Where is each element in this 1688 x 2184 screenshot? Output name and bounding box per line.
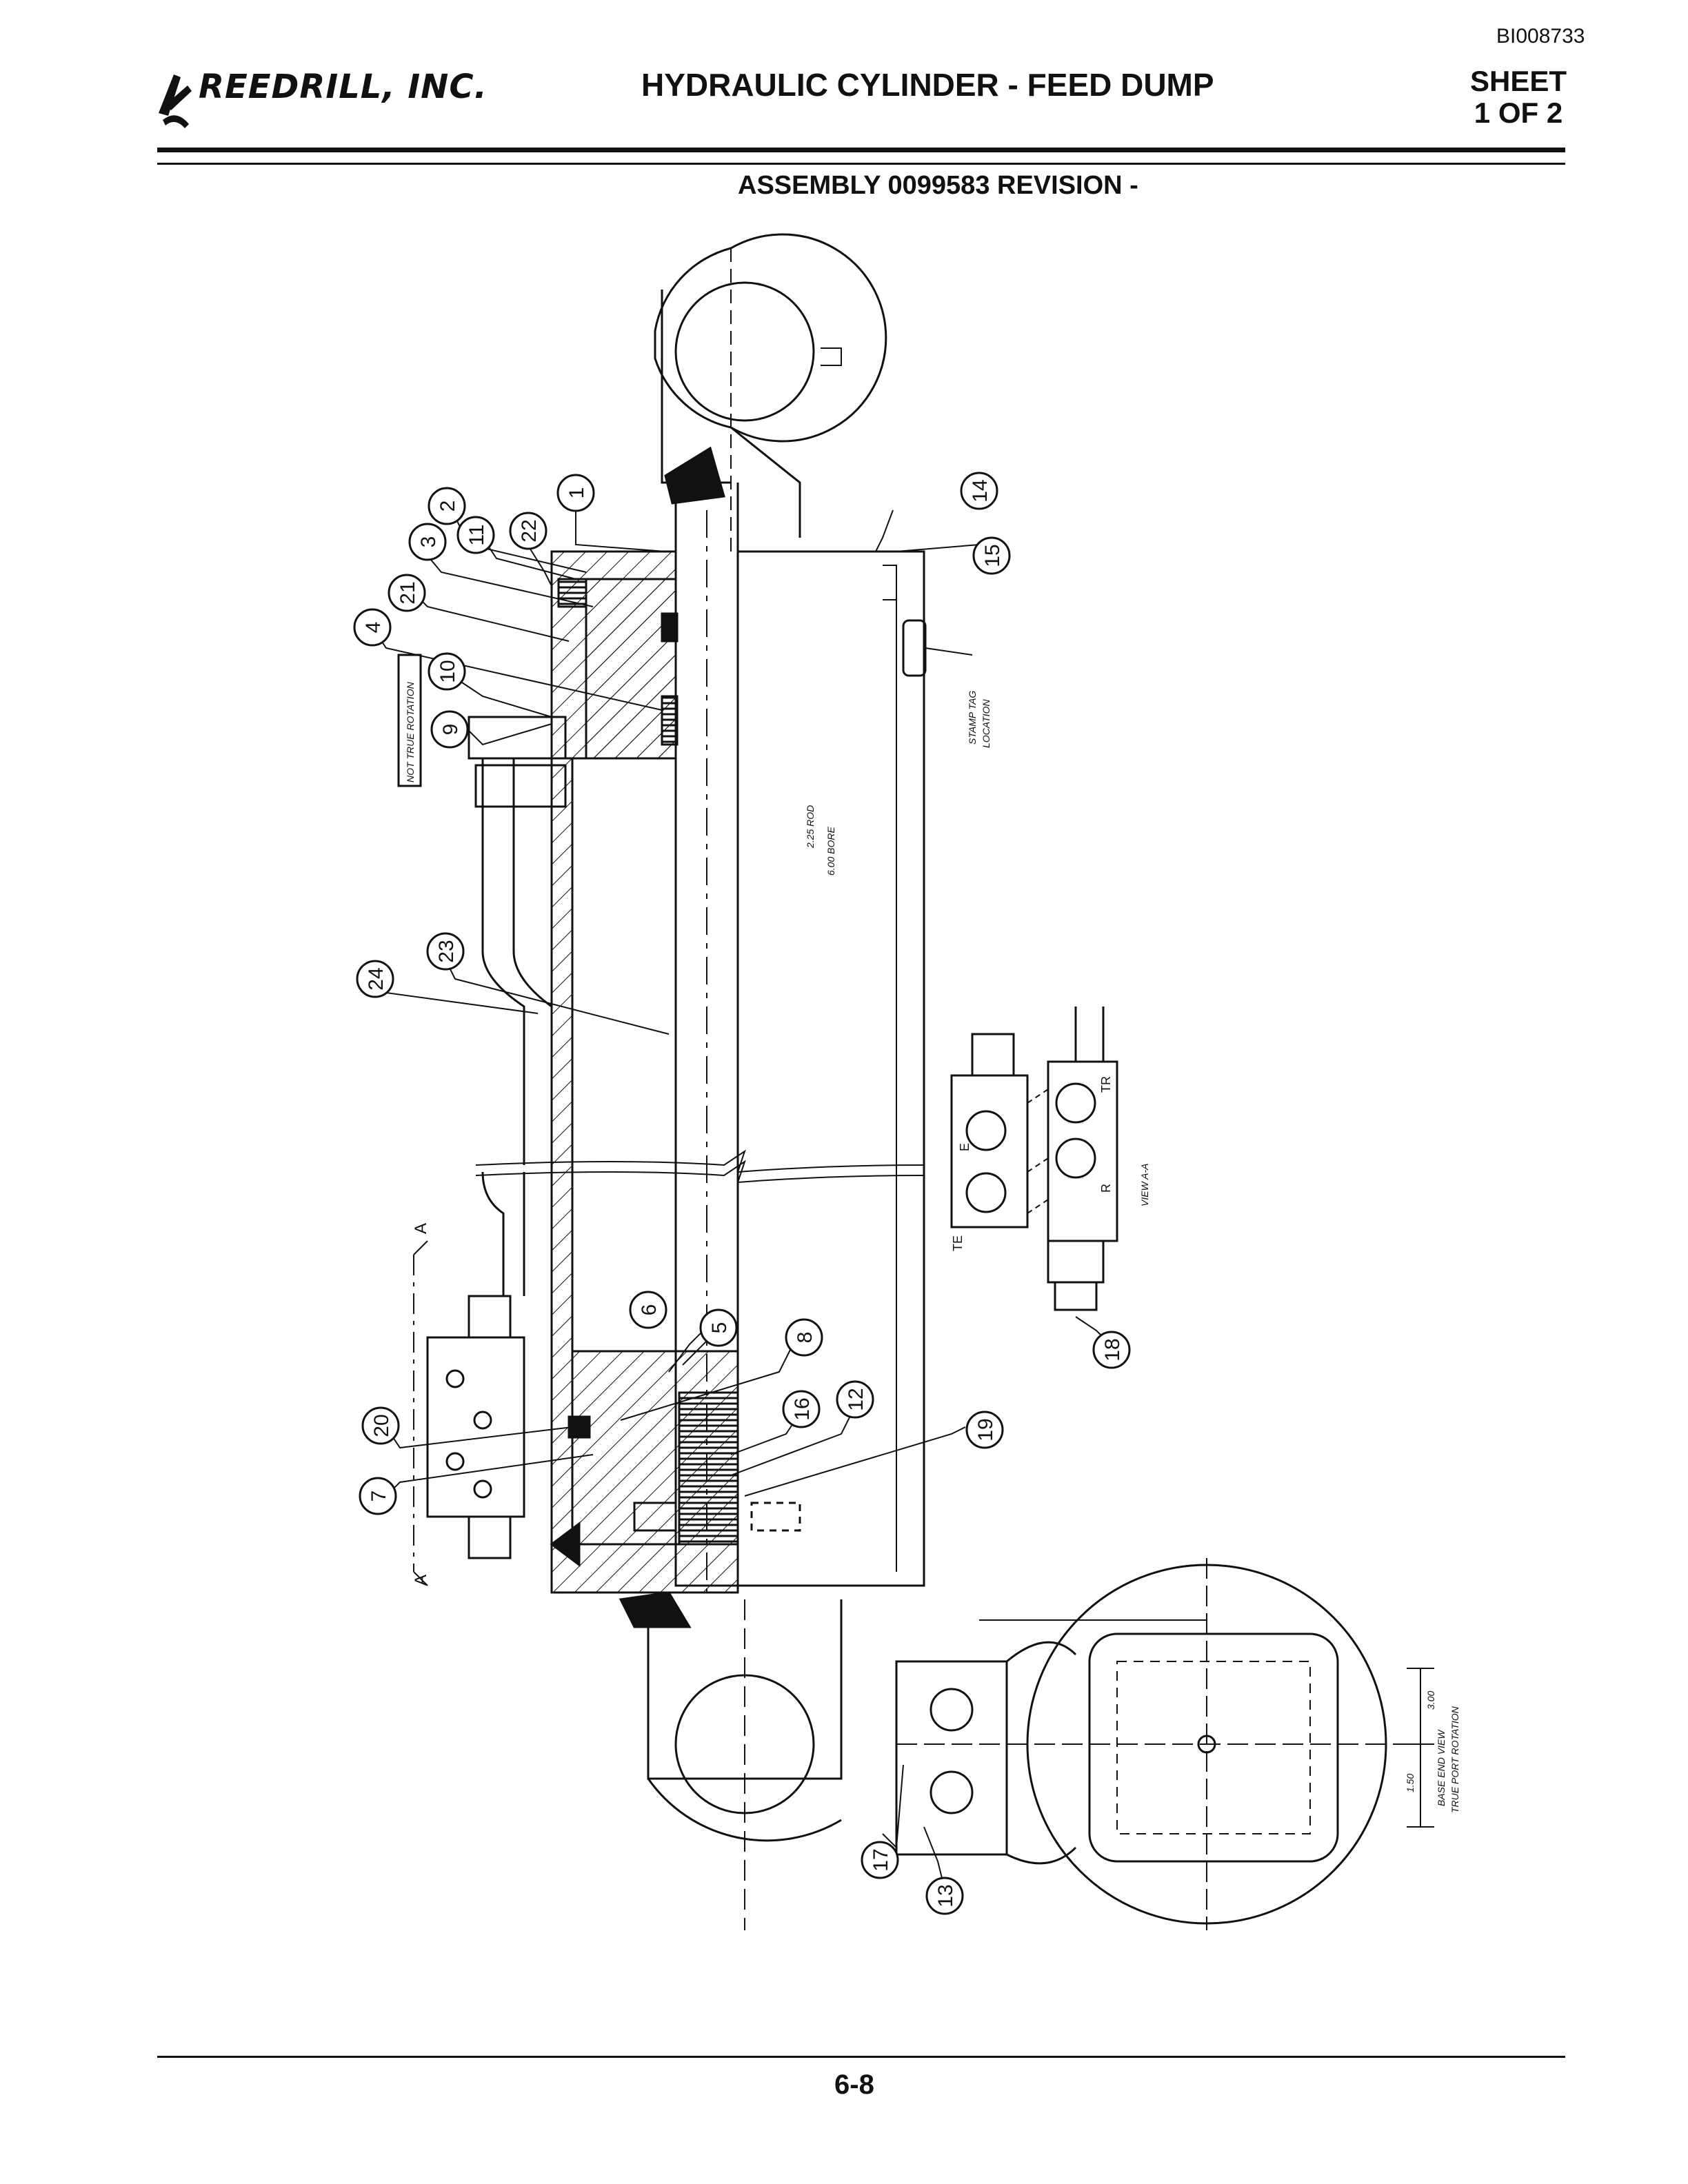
sheet-label: SHEET xyxy=(1470,65,1567,97)
note-port-tr: TR xyxy=(1099,1076,1113,1093)
svg-text:10: 10 xyxy=(436,660,459,682)
svg-text:18: 18 xyxy=(1101,1338,1124,1361)
svg-text:9: 9 xyxy=(439,724,462,736)
page-title: HYDRAULIC CYLINDER - FEED DUMP xyxy=(641,67,1214,103)
note-section-a-top: A xyxy=(412,1223,430,1234)
balloon-15: 15 xyxy=(972,536,1011,575)
balloon-8: 8 xyxy=(785,1318,823,1357)
balloon-17: 17 xyxy=(861,1841,899,1879)
note-section-a-bottom: A xyxy=(412,1575,430,1586)
svg-text:19: 19 xyxy=(974,1418,997,1441)
svg-text:7: 7 xyxy=(368,1490,390,1502)
balloon-14: 14 xyxy=(960,472,998,510)
base-end-view xyxy=(895,1558,1434,1930)
break-lines xyxy=(475,1149,925,1184)
note-view-aa: VIEW A-A xyxy=(1139,1164,1150,1207)
balloon-2: 2 xyxy=(428,487,466,525)
balloon-13: 13 xyxy=(925,1877,964,1915)
svg-text:13: 13 xyxy=(934,1884,957,1907)
stamp-tag xyxy=(883,565,973,677)
svg-text:17: 17 xyxy=(870,1848,892,1871)
balloon-22: 22 xyxy=(509,512,547,550)
svg-text:23: 23 xyxy=(435,940,458,962)
balloon-23: 23 xyxy=(426,932,465,971)
svg-text:12: 12 xyxy=(845,1388,867,1410)
balloon-7: 7 xyxy=(359,1477,397,1515)
balloon-24: 24 xyxy=(356,960,394,998)
footer-rule xyxy=(157,2056,1565,2058)
svg-text:2: 2 xyxy=(436,501,459,512)
note-bore: 6.00 BORE xyxy=(825,827,836,876)
section-marker xyxy=(413,1240,428,1586)
drawing-notes: NOT TRUE ROTATION 2.25 ROD 6.00 BORE STA… xyxy=(397,654,1460,1813)
cylinder-barrel xyxy=(550,550,925,1587)
note-base-end-2: TRUE PORT ROTATION xyxy=(1449,1706,1460,1813)
note-base-end-1: BASE END VIEW xyxy=(1436,1729,1447,1806)
note-not-true-rotation: NOT TRUE ROTATION xyxy=(405,681,416,782)
svg-text:24: 24 xyxy=(365,967,388,990)
sheet-number: 1 OF 2 xyxy=(1474,97,1563,129)
balloon-10: 10 xyxy=(428,652,466,691)
note-stamp-tag-1: STAMP TAG xyxy=(967,691,978,745)
company-logo xyxy=(153,65,477,134)
svg-text:11: 11 xyxy=(465,524,488,545)
piston xyxy=(567,1350,801,1546)
balloon-11: 11 xyxy=(456,516,495,554)
svg-text:8: 8 xyxy=(794,1332,816,1344)
balloon-19: 19 xyxy=(965,1410,1004,1449)
note-port-e: E xyxy=(958,1143,972,1151)
note-rod: 2.25 ROD xyxy=(805,805,816,849)
not-true-rotation-box xyxy=(397,654,422,787)
note-dim-150: 1.50 xyxy=(1405,1774,1416,1792)
balloons: 1 2 3 4 5 6 7 8 9 10 11 12 13 14 15 16 1… xyxy=(353,472,1131,1915)
svg-text:21: 21 xyxy=(396,581,419,604)
balloon-5: 5 xyxy=(699,1308,738,1347)
reedrill-logo-icon xyxy=(159,74,192,128)
svg-text:22: 22 xyxy=(518,519,541,542)
svg-text:6: 6 xyxy=(638,1304,661,1316)
svg-text:4: 4 xyxy=(362,622,385,634)
balloon-3: 3 xyxy=(408,523,447,561)
valve-block-side xyxy=(426,1295,525,1559)
balloon-18: 18 xyxy=(1092,1331,1131,1369)
header-rule-thin xyxy=(157,163,1565,165)
view-aa xyxy=(950,1007,1118,1311)
note-stamp-tag-2: LOCATION xyxy=(981,699,992,748)
company-name: REEDRILL, INC. xyxy=(199,68,488,106)
hose-tube xyxy=(468,716,567,1296)
balloon-21: 21 xyxy=(388,574,426,612)
svg-text:5: 5 xyxy=(708,1322,731,1334)
balloon-6: 6 xyxy=(629,1291,667,1329)
page-number: 6-8 xyxy=(834,2070,874,2100)
svg-text:14: 14 xyxy=(969,479,992,502)
balloon-4: 4 xyxy=(353,608,392,647)
svg-text:15: 15 xyxy=(981,544,1004,567)
document-id: BI008733 xyxy=(1496,25,1585,48)
balloon-9: 9 xyxy=(430,710,469,749)
balloon-20: 20 xyxy=(361,1406,400,1445)
note-port-te: TE xyxy=(951,1235,965,1251)
leader-lines xyxy=(372,503,1111,1890)
note-dim-300: 3.00 xyxy=(1425,1691,1436,1710)
note-port-r: R xyxy=(1099,1184,1113,1193)
svg-text:20: 20 xyxy=(370,1414,393,1437)
assembly-subtitle: ASSEMBLY 0099583 REVISION - xyxy=(738,171,1138,200)
svg-text:1: 1 xyxy=(565,487,588,499)
balloon-1: 1 xyxy=(556,474,595,512)
svg-text:3: 3 xyxy=(417,536,440,548)
rod-eye xyxy=(654,233,887,552)
balloon-12: 12 xyxy=(836,1380,874,1419)
base-cap xyxy=(550,1521,843,1930)
header-rule-thick xyxy=(157,148,1565,152)
svg-text:16: 16 xyxy=(791,1397,814,1420)
gland-head xyxy=(550,550,679,760)
balloon-16: 16 xyxy=(782,1390,821,1428)
